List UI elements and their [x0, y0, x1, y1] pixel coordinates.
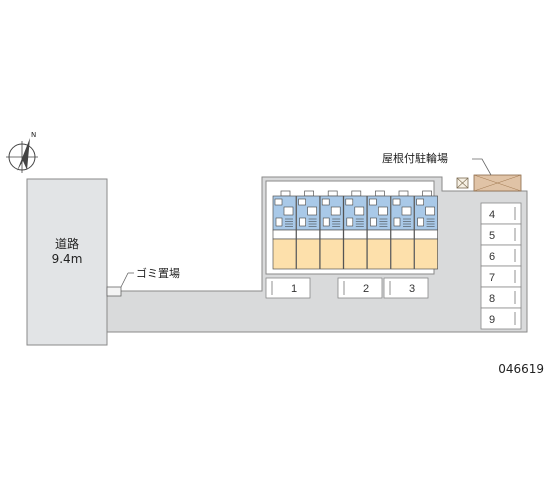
compass-icon: N — [6, 131, 38, 173]
unit-fixture — [401, 206, 412, 216]
unit-fixture — [274, 198, 283, 206]
unit-living-room — [367, 238, 391, 270]
unit-entry — [375, 190, 385, 197]
parking-space-number: 8 — [489, 293, 495, 305]
right-parking-group: 4 5 6 7 8 9 — [480, 202, 522, 330]
parking-space: 7 — [480, 265, 522, 288]
apartment-unit — [272, 190, 297, 270]
apartment-unit — [390, 190, 415, 270]
parking-space: 2 — [337, 277, 383, 299]
unit-living-room — [390, 238, 415, 270]
unit-fixture — [378, 206, 388, 216]
unit-fixture — [416, 198, 424, 206]
unit-living-room — [319, 238, 344, 270]
unit-entry — [351, 190, 362, 197]
front-parking-group: 1 2 3 — [265, 277, 429, 299]
unit-fixture — [299, 217, 306, 227]
parking-space-number: 3 — [409, 283, 415, 295]
bike-shelter-label: 屋根付駐輪場 — [382, 151, 448, 165]
parking-space-number: 5 — [489, 230, 495, 242]
unit-fixture — [283, 206, 294, 216]
parking-space-box — [480, 307, 522, 330]
unit-fixture — [330, 206, 341, 216]
parking-space-number: 7 — [489, 272, 495, 284]
apartment-unit — [319, 190, 344, 270]
unit-entry — [304, 190, 314, 197]
unit-living-room — [272, 238, 297, 270]
unit-hall — [319, 229, 344, 240]
parking-space-number: 9 — [489, 314, 495, 326]
garbage-area — [106, 286, 122, 297]
property-id: 046619 — [498, 362, 544, 376]
unit-fixture — [321, 198, 330, 206]
parking-space-box — [337, 277, 383, 299]
unit-fixture — [392, 198, 401, 206]
parking-space-number: 6 — [489, 251, 495, 263]
parking-space-box — [265, 277, 311, 299]
unit-group — [272, 190, 438, 270]
unit-hall — [343, 229, 368, 240]
parking-space: 8 — [480, 286, 522, 309]
unit-living-room — [343, 238, 368, 270]
road-name: 道路 — [55, 236, 79, 251]
parking-space-box — [383, 277, 429, 299]
road-width: 9.4m — [52, 252, 83, 266]
unit-fixture — [370, 217, 377, 227]
unit-fixture — [425, 206, 435, 216]
unit-hall — [367, 229, 391, 240]
unit-fixture — [275, 217, 283, 227]
unit-living-room — [296, 238, 320, 270]
unit-entry — [280, 190, 291, 197]
unit-hall — [272, 229, 297, 240]
parking-space: 6 — [480, 244, 522, 267]
parking-space: 9 — [480, 307, 522, 330]
unit-fixture — [346, 217, 354, 227]
unit-entry — [422, 190, 432, 197]
unit-fixture — [354, 206, 365, 216]
parking-space-number: 4 — [489, 209, 495, 221]
unit-entry — [398, 190, 409, 197]
unit-entry — [327, 190, 338, 197]
parking-space: 1 — [265, 277, 311, 299]
unit-fixture — [393, 217, 401, 227]
unit-hall — [390, 229, 415, 240]
unit-hall — [296, 229, 320, 240]
unit-hall — [414, 229, 438, 240]
unit-fixture — [322, 217, 330, 227]
parking-space: 3 — [383, 277, 429, 299]
compass-north-label: N — [31, 131, 36, 139]
road — [26, 178, 108, 346]
parking-space-number: 2 — [363, 283, 369, 295]
unit-fixture — [417, 217, 424, 227]
parking-space: 5 — [480, 223, 522, 246]
unit-living-room — [414, 238, 438, 270]
unit-fixture — [345, 198, 354, 206]
unit-fixture — [307, 206, 317, 216]
unit-fixture — [369, 198, 377, 206]
apartment-unit — [343, 190, 368, 270]
unit-fixture — [298, 198, 306, 206]
apartment-unit — [296, 190, 320, 270]
parking-space: 4 — [480, 202, 522, 225]
garbage-label: ゴミ置場 — [136, 266, 180, 280]
parking-space-number: 1 — [291, 283, 297, 295]
apartment-unit — [367, 190, 391, 270]
apartment-unit — [414, 190, 438, 270]
